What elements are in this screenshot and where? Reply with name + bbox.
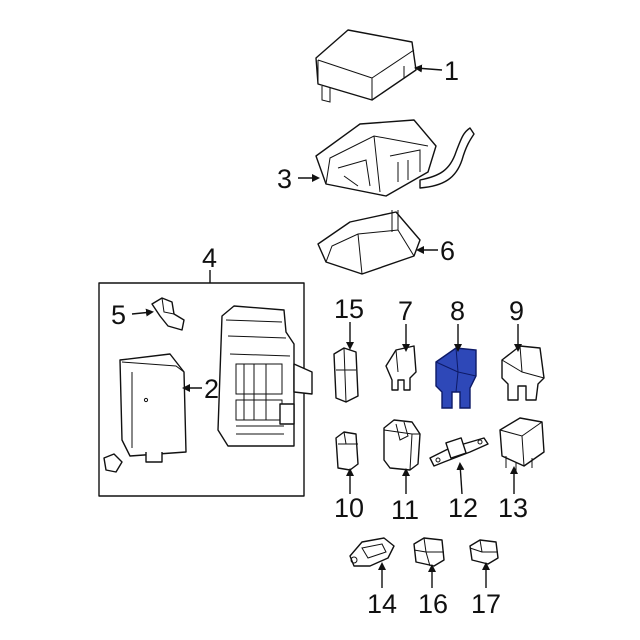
callout-2[interactable]: 2 <box>204 374 219 404</box>
callout-14[interactable]: 14 <box>367 589 397 619</box>
part-9-fuse[interactable] <box>501 345 545 401</box>
callout-3[interactable]: 3 <box>277 164 292 194</box>
leader-5 <box>131 308 154 317</box>
callout-6[interactable]: 6 <box>440 236 455 266</box>
callout-10[interactable]: 10 <box>334 493 364 523</box>
callout-5[interactable]: 5 <box>111 300 126 330</box>
part-12-fuse[interactable] <box>429 437 489 467</box>
part-1-cover[interactable] <box>315 29 417 103</box>
part-15-fuse[interactable] <box>333 347 359 403</box>
callout-7[interactable]: 7 <box>398 296 413 326</box>
part-11-fuse[interactable] <box>383 419 421 471</box>
part-7-fuse[interactable] <box>385 345 417 391</box>
part-13-relay[interactable] <box>499 417 545 472</box>
part-14-socket[interactable] <box>349 537 395 567</box>
callout-1[interactable]: 1 <box>444 56 459 86</box>
part-6-tray[interactable] <box>317 210 421 275</box>
part-10-fuse[interactable] <box>335 431 359 471</box>
callout-4[interactable]: 4 <box>202 243 217 273</box>
callout-16[interactable]: 16 <box>418 589 448 619</box>
part-16-relay[interactable] <box>413 537 445 567</box>
callout-17[interactable]: 17 <box>471 589 501 619</box>
part-8-fuse-highlighted[interactable] <box>435 347 477 409</box>
part-2-module[interactable] <box>103 353 187 473</box>
callout-8[interactable]: 8 <box>450 296 465 326</box>
part-5-bracket[interactable] <box>151 297 185 331</box>
callout-13[interactable]: 13 <box>498 493 528 523</box>
callout-15[interactable]: 15 <box>334 294 364 324</box>
leader-1 <box>414 64 443 73</box>
part-3-housing[interactable] <box>315 119 475 197</box>
part-17-connector[interactable] <box>469 539 499 565</box>
callout-9[interactable]: 9 <box>509 296 524 326</box>
callout-11[interactable]: 11 <box>391 495 419 525</box>
part-2-fuse-block[interactable] <box>217 305 313 447</box>
callout-12[interactable]: 12 <box>448 493 478 523</box>
leader-12 <box>456 462 465 495</box>
